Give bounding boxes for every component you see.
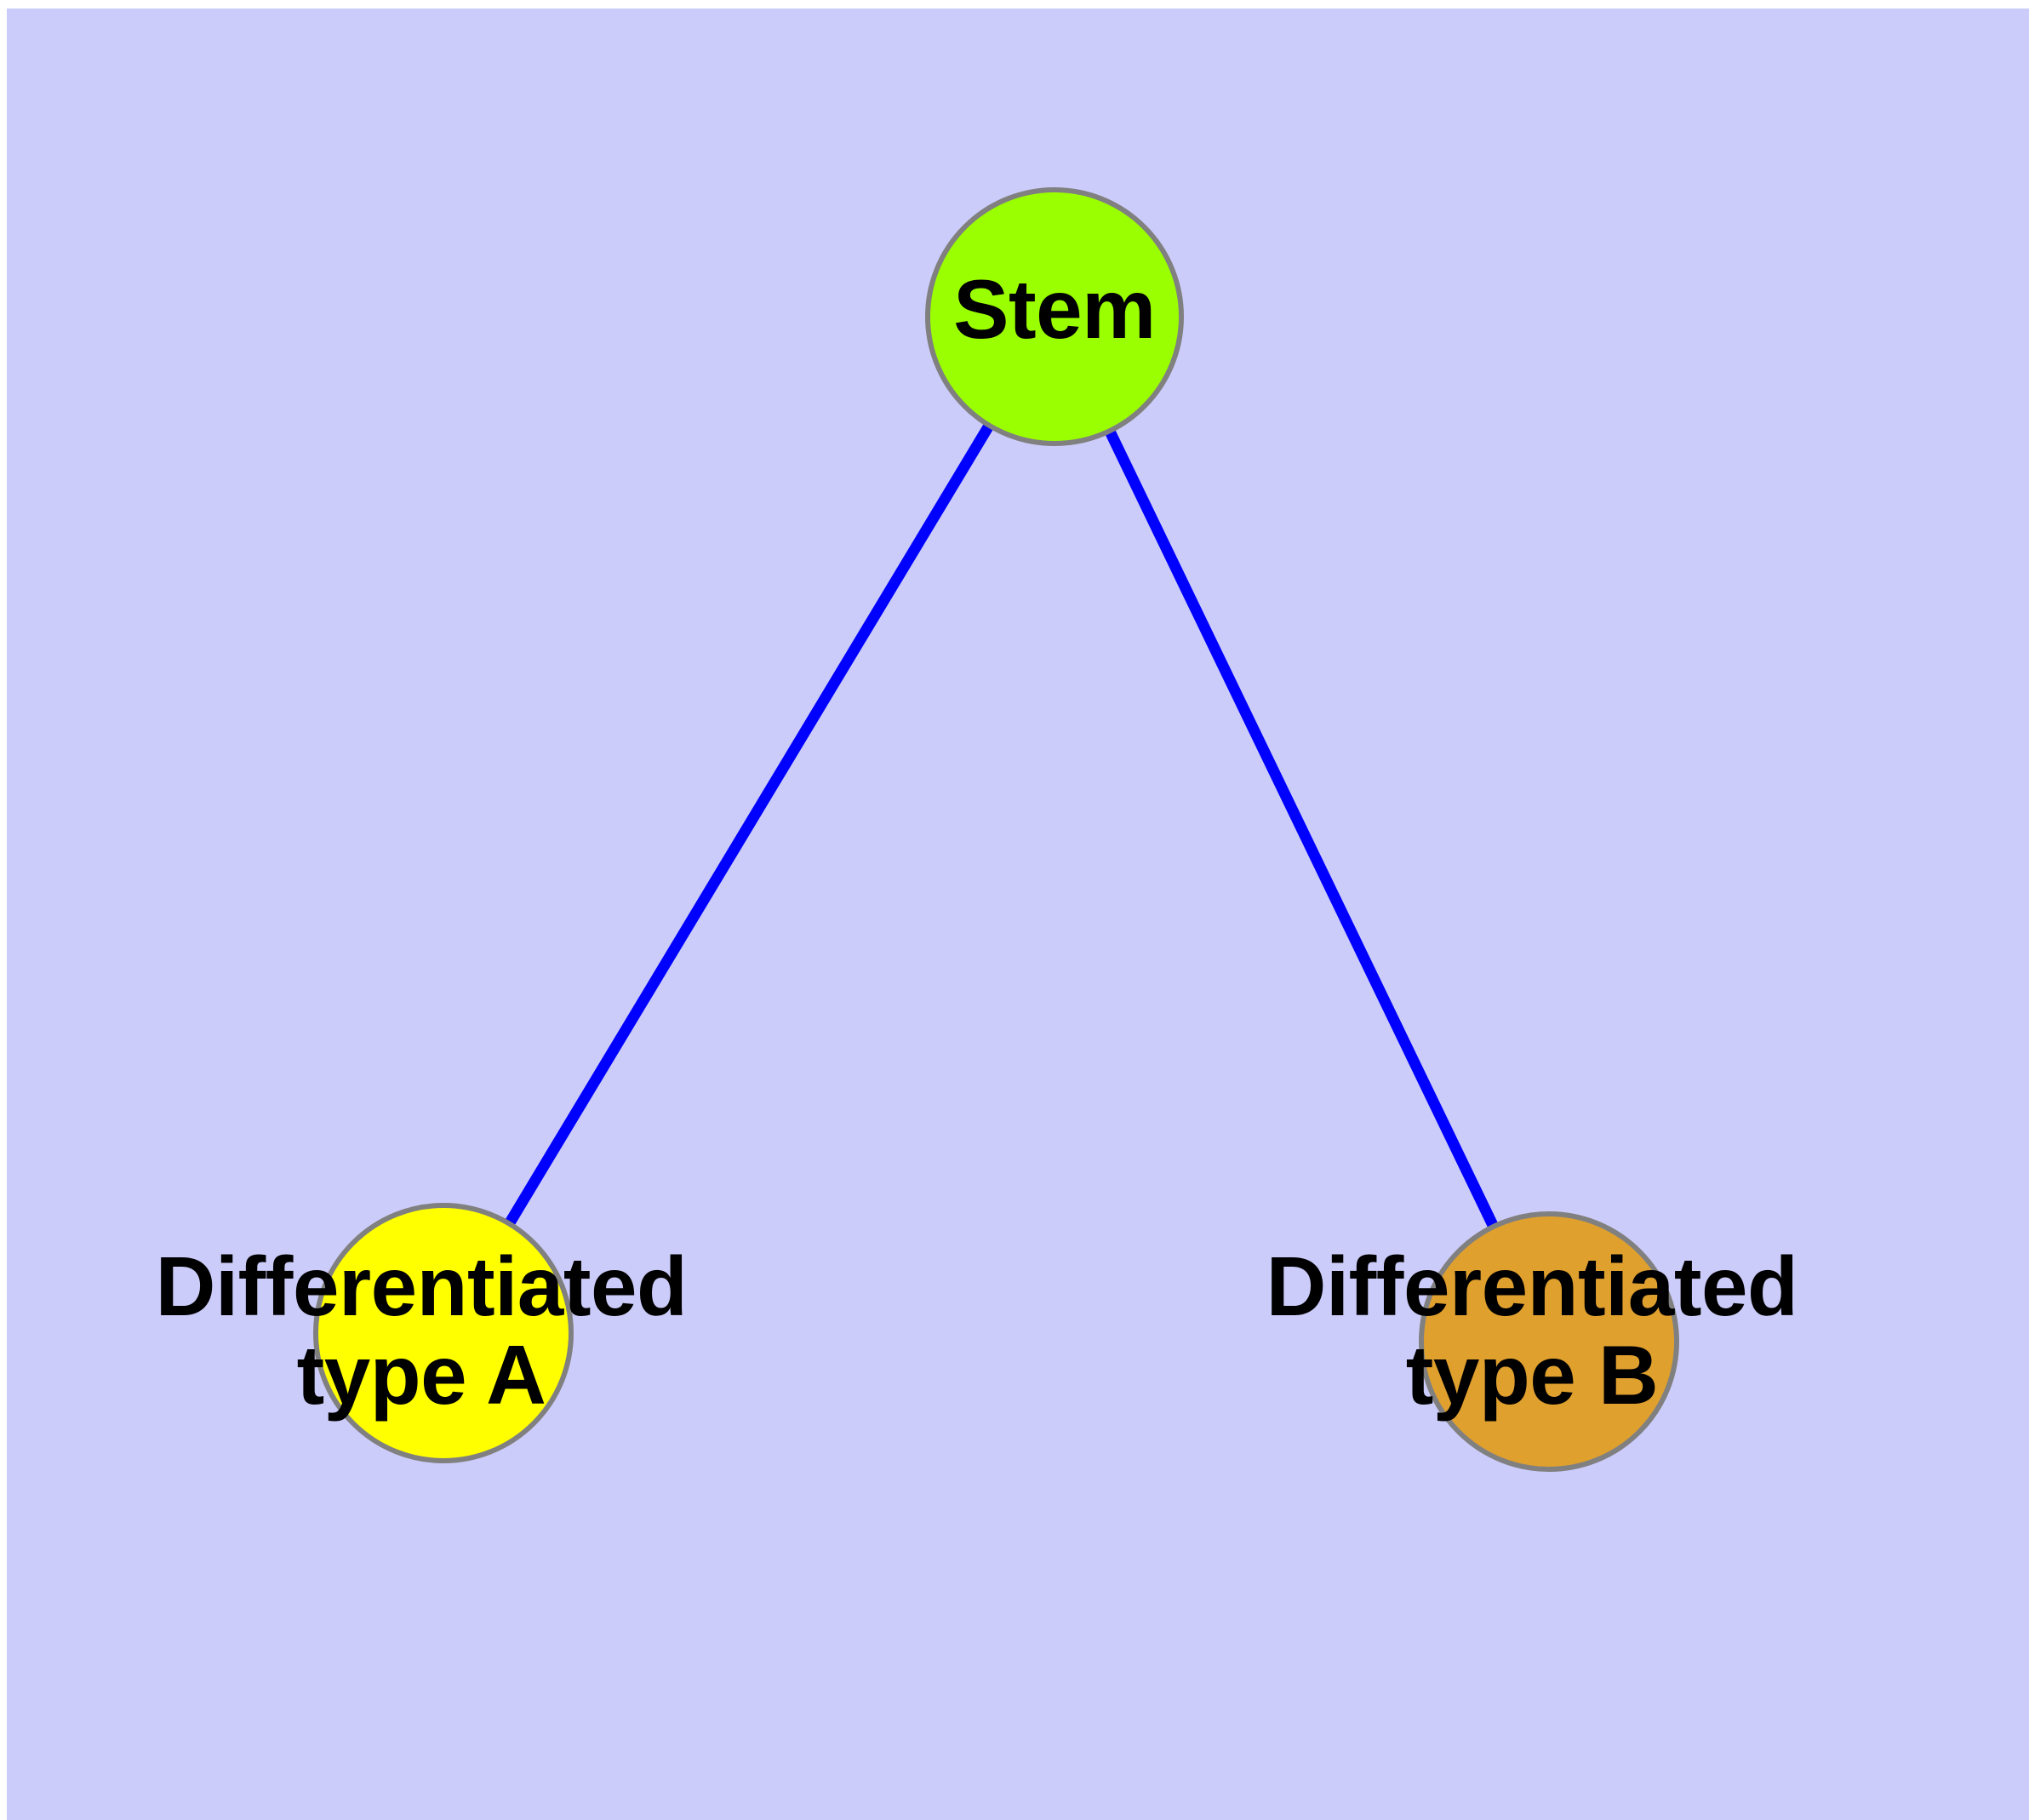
node-differentiated-type-a[interactable] [313,1203,574,1463]
node-layer [313,187,1679,1472]
node-differentiated-type-b[interactable] [1419,1211,1679,1472]
node-stem[interactable] [925,187,1184,446]
edge-layer [505,423,1499,1228]
edge-stem-to-differentiated-a[interactable] [505,423,994,1226]
edge-stem-to-differentiated-b[interactable] [1105,429,1499,1228]
